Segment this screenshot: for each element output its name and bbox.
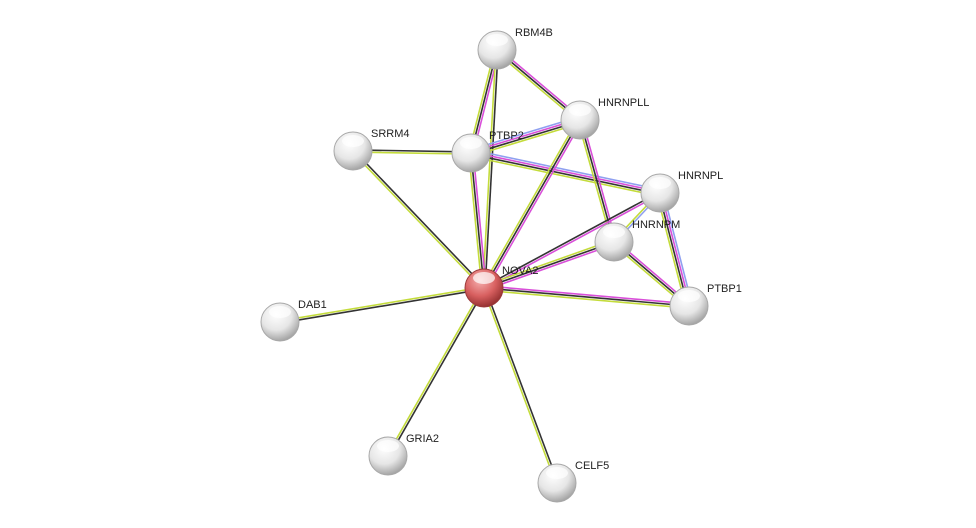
edge-line-coexpression — [353, 149, 486, 288]
node-highlight — [473, 272, 495, 284]
edge-line-coexpression — [483, 287, 690, 307]
node-label: SRRM4 — [371, 128, 410, 140]
edge-SRRM4-PTBP2[interactable] — [352, 149, 472, 155]
edge-PTBP2-NOVA2[interactable] — [468, 152, 487, 289]
node-GRIA2[interactable]: GRIA2 — [368, 433, 439, 476]
edge-line-experimental — [484, 193, 661, 290]
node-highlight — [269, 306, 291, 318]
node-highlight — [678, 290, 700, 302]
edge-line-textmining — [482, 49, 497, 288]
node-highlight — [569, 104, 591, 116]
edge-line-coexpression — [353, 149, 472, 153]
node-label: HNRNPLL — [598, 97, 649, 109]
node-highlight — [342, 135, 364, 147]
edge-line-textmining — [483, 289, 689, 309]
edge-NOVA2-CELF5[interactable] — [482, 287, 559, 484]
edge-NOVA2-GRIA2[interactable] — [386, 287, 486, 457]
edge-line-experimental — [484, 243, 616, 291]
node-CELF5[interactable]: CELF5 — [537, 460, 609, 503]
edge-line-textmining — [482, 239, 614, 287]
edge-line-textmining — [279, 286, 484, 322]
edge-NOVA2-PTBP1[interactable] — [483, 285, 690, 309]
node-label: CELF5 — [575, 460, 609, 472]
node-label: RBM4B — [515, 27, 553, 39]
edge-SRRM4-NOVA2[interactable] — [351, 149, 486, 290]
node-label: HNRNPM — [632, 219, 680, 231]
node-label: PTBP1 — [707, 283, 742, 295]
edge-line-experimental — [484, 285, 690, 305]
edge-line-coexpression — [483, 119, 581, 289]
node-HNRNPLL[interactable]: HNRNPLL — [560, 97, 649, 140]
node-highlight — [546, 467, 568, 479]
edge-PTBP2-HNRNPL[interactable] — [470, 148, 661, 198]
edge-line-textmining — [386, 287, 484, 456]
edge-HNRNPL-NOVA2[interactable] — [483, 191, 661, 290]
edge-line-coexpression — [470, 152, 485, 289]
node-highlight — [649, 177, 671, 189]
edge-line-textmining — [351, 151, 484, 290]
edge-line-experimental — [472, 152, 487, 288]
edge-HNRNPM-NOVA2[interactable] — [482, 239, 616, 291]
edge-line-experimental — [485, 120, 583, 290]
node-label: DAB1 — [298, 299, 327, 311]
edge-line-coexpression — [280, 288, 485, 324]
edges-layer — [279, 47, 693, 484]
edge-line-coexpression — [483, 241, 615, 289]
node-SRRM4[interactable]: SRRM4 — [333, 128, 410, 171]
edge-RBM4B-NOVA2[interactable] — [482, 49, 499, 289]
edge-line-database — [662, 191, 693, 306]
edge-HNRNPLL-NOVA2[interactable] — [481, 118, 583, 290]
node-PTBP1[interactable]: PTBP1 — [669, 283, 742, 326]
node-label: PTBP2 — [489, 130, 524, 142]
edge-line-coexpression — [388, 288, 486, 457]
node-HNRNPM[interactable]: HNRNPM — [594, 219, 680, 262]
node-label: GRIA2 — [406, 433, 439, 445]
edge-line-database — [471, 148, 661, 191]
edge-line-textmining — [468, 153, 483, 289]
node-highlight — [486, 34, 508, 46]
node-NOVA2[interactable]: NOVA2 — [464, 265, 538, 308]
edge-line-textmining — [352, 151, 471, 155]
edge-line-textmining — [656, 193, 687, 308]
edge-line-coexpression — [484, 50, 499, 289]
edge-line-coexpression — [470, 153, 660, 195]
edge-line-experimental — [471, 151, 661, 193]
edge-line-textmining — [577, 120, 613, 243]
edge-line-coexpression — [483, 191, 660, 288]
node-highlight — [460, 137, 482, 149]
node-highlight — [603, 226, 625, 238]
node-RBM4B[interactable]: RBM4B — [477, 27, 553, 70]
node-label: HNRNPL — [678, 170, 723, 182]
edge-line-textmining — [470, 155, 660, 198]
node-HNRNPL[interactable]: HNRNPL — [640, 170, 723, 213]
edge-line-textmining — [482, 288, 557, 484]
node-DAB1[interactable]: DAB1 — [260, 299, 327, 342]
edge-NOVA2-DAB1[interactable] — [279, 286, 485, 324]
node-label: NOVA2 — [502, 265, 538, 277]
edge-line-coexpression — [484, 287, 559, 483]
node-PTBP2[interactable]: PTBP2 — [451, 130, 524, 173]
node-highlight — [377, 440, 399, 452]
edge-line-textmining — [481, 118, 579, 288]
